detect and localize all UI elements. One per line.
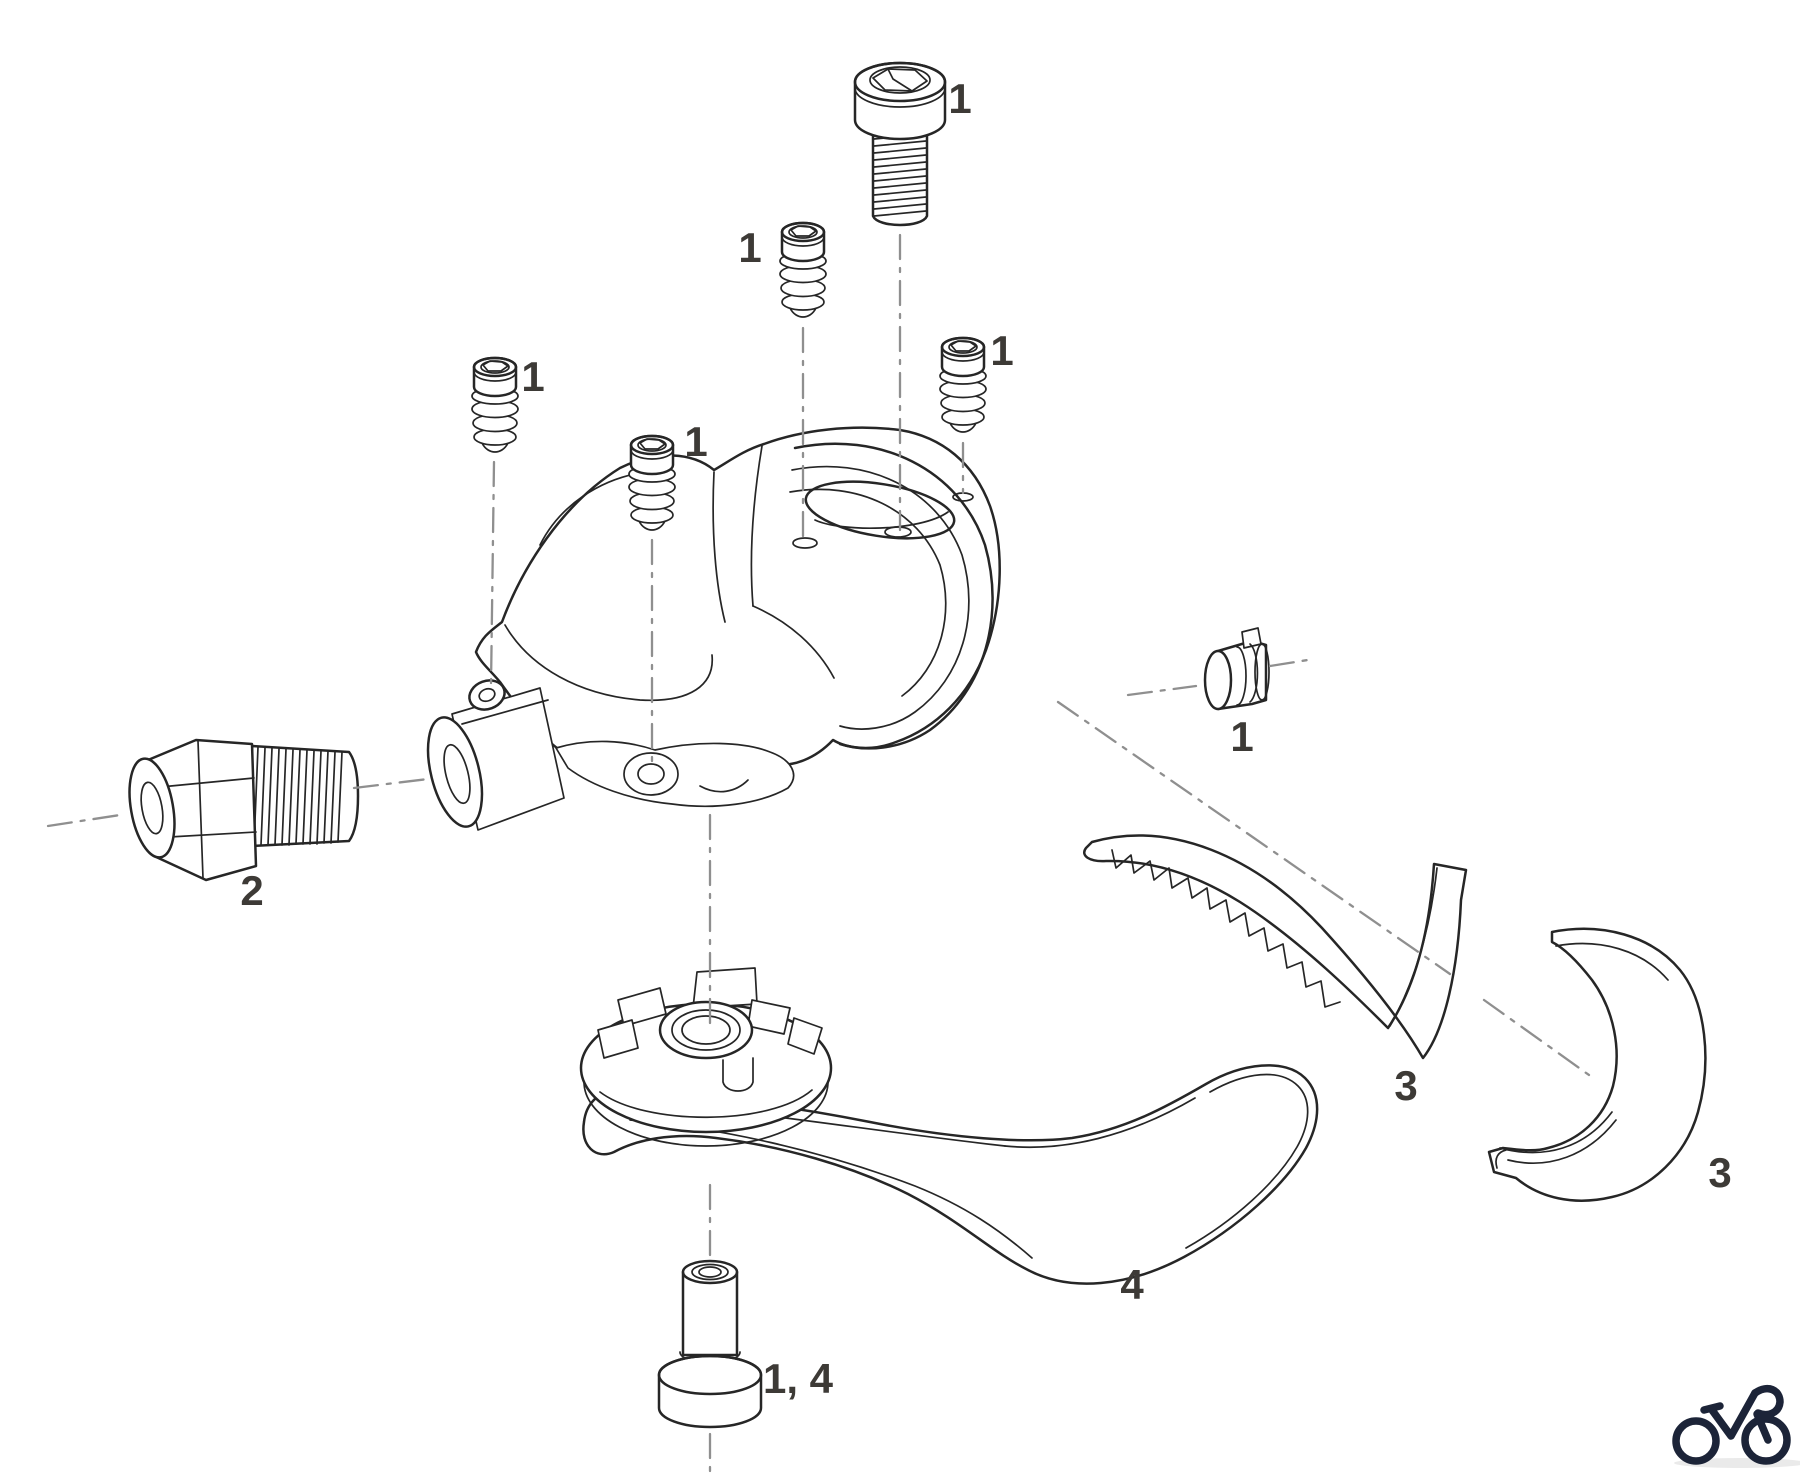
pivot-base-disc — [657, 1354, 763, 1429]
ratchet-tab-right-2 — [787, 1017, 823, 1055]
clamp-foot-notch — [1495, 1149, 1507, 1169]
dome-right-edge — [712, 471, 726, 623]
part-self-tapping-screw-middle — [627, 434, 677, 532]
part-self-tapping-screw-right — [938, 336, 988, 434]
label-screw-middle: 1 — [684, 418, 707, 465]
part-pivot-bolt-washer — [657, 1259, 763, 1429]
clamp-ring-mid — [791, 465, 970, 730]
label-clamp-shell: 3 — [1708, 1149, 1731, 1196]
label-lever: 4 — [1120, 1261, 1144, 1308]
plug-face — [1203, 649, 1233, 711]
band-serrations — [1111, 849, 1341, 1008]
plug-tab — [1241, 627, 1262, 649]
screw-hole-top-1 — [792, 537, 818, 549]
logo-right-wheel — [1741, 1415, 1791, 1465]
housing-bottom-hook — [699, 779, 749, 793]
clamp-top-opening — [804, 480, 956, 540]
clamp-ring-outer — [793, 442, 994, 750]
ratchet-stub — [722, 1057, 754, 1092]
plug-flange — [1254, 643, 1270, 701]
ratchet-skirt — [583, 1081, 829, 1147]
axis-clamp-diagonal-2 — [1482, 998, 1598, 1082]
ratchet-tab-left-1 — [617, 987, 667, 1027]
label-screw-right: 1 — [990, 327, 1013, 374]
hex-socket — [869, 66, 931, 94]
ratchet-plate-inner — [599, 1089, 813, 1119]
ratchet-bore — [681, 1015, 731, 1045]
label-screw-top: 1 — [738, 224, 761, 271]
axis-barrel-right — [352, 777, 430, 790]
axis-barrel-left — [46, 813, 122, 828]
label-barrel-adjuster: 2 — [240, 867, 263, 914]
label-screw-left: 1 — [521, 353, 544, 400]
dome-base-arc — [504, 624, 713, 702]
label-pivot-bolt: 1, 4 — [763, 1355, 834, 1402]
clamp-saddle-line-1 — [1499, 1111, 1613, 1154]
ratchet-tab-right-1 — [747, 999, 791, 1035]
flange-hole-inner — [637, 763, 665, 785]
logo-fork — [1753, 1410, 1772, 1444]
clamp-top-opening-inner — [814, 511, 949, 530]
label-cap-screw: 1 — [948, 75, 971, 122]
part-self-tapping-screw-left — [470, 356, 520, 454]
axis-plug-right — [1268, 657, 1316, 668]
part-handlebar-clamp-shell — [1487, 927, 1707, 1202]
dome-highlight — [539, 472, 641, 546]
axis-screw-left — [489, 460, 496, 688]
pivot-sleeve — [681, 1270, 739, 1357]
clamp-saddle-line-2 — [1507, 1119, 1617, 1164]
logo-left-wheel — [1672, 1417, 1720, 1465]
label-clamp-band: 3 — [1394, 1062, 1417, 1109]
shifter-housing — [426, 426, 1001, 831]
tower-ring-connect — [752, 605, 835, 679]
logo-head-loop — [1751, 1384, 1784, 1419]
lever-ridge-2 — [1004, 1097, 1196, 1149]
ratchet-tab-left-2 — [597, 1019, 639, 1059]
flange-hole-outer — [623, 752, 679, 796]
cable-boss-contour — [461, 699, 549, 725]
adjuster-knob-face — [128, 757, 176, 859]
axis-clamp-diagonal-1 — [1056, 700, 1452, 976]
label-anchor-plug: 1 — [1230, 713, 1253, 760]
screw-lug — [468, 679, 506, 711]
callout-labels: 1 1 1 1 1 2 1 3 3 4 1, 4 — [240, 75, 1731, 1402]
ratchet-ring-mid — [671, 1009, 741, 1051]
part-cable-anchor-plug — [1203, 627, 1270, 711]
screw-hole-top-2 — [884, 526, 912, 538]
center-lines — [46, 233, 1598, 1473]
part-barrel-adjuster — [128, 738, 360, 882]
artwork: 1 1 1 1 1 2 1 3 3 4 1, 4 — [128, 61, 1732, 1429]
bicycle-logo — [1672, 1384, 1800, 1468]
adjuster-bore — [140, 781, 164, 835]
lever-tip-inner — [1185, 1073, 1309, 1249]
ratchet-tab-top — [692, 967, 758, 1009]
logo-frame — [1708, 1389, 1759, 1440]
clamp-shell-outline — [1487, 927, 1707, 1202]
tower-front-edge — [750, 445, 763, 607]
part-serrated-clamp-band — [1083, 834, 1468, 1060]
clamp-ring-inner — [789, 488, 947, 697]
part-socket-head-cap-screw — [853, 61, 947, 227]
bottom-flange — [555, 740, 795, 808]
axis-plug-left — [1126, 684, 1198, 697]
ratchet-cam-assembly — [579, 967, 833, 1147]
cable-boss-hole — [443, 743, 471, 805]
band-inner-edge — [1389, 867, 1438, 1027]
part-self-tapping-screw-top — [778, 221, 828, 319]
screw-lug-hole — [478, 687, 496, 703]
clamp-shell-rim — [1555, 942, 1669, 981]
